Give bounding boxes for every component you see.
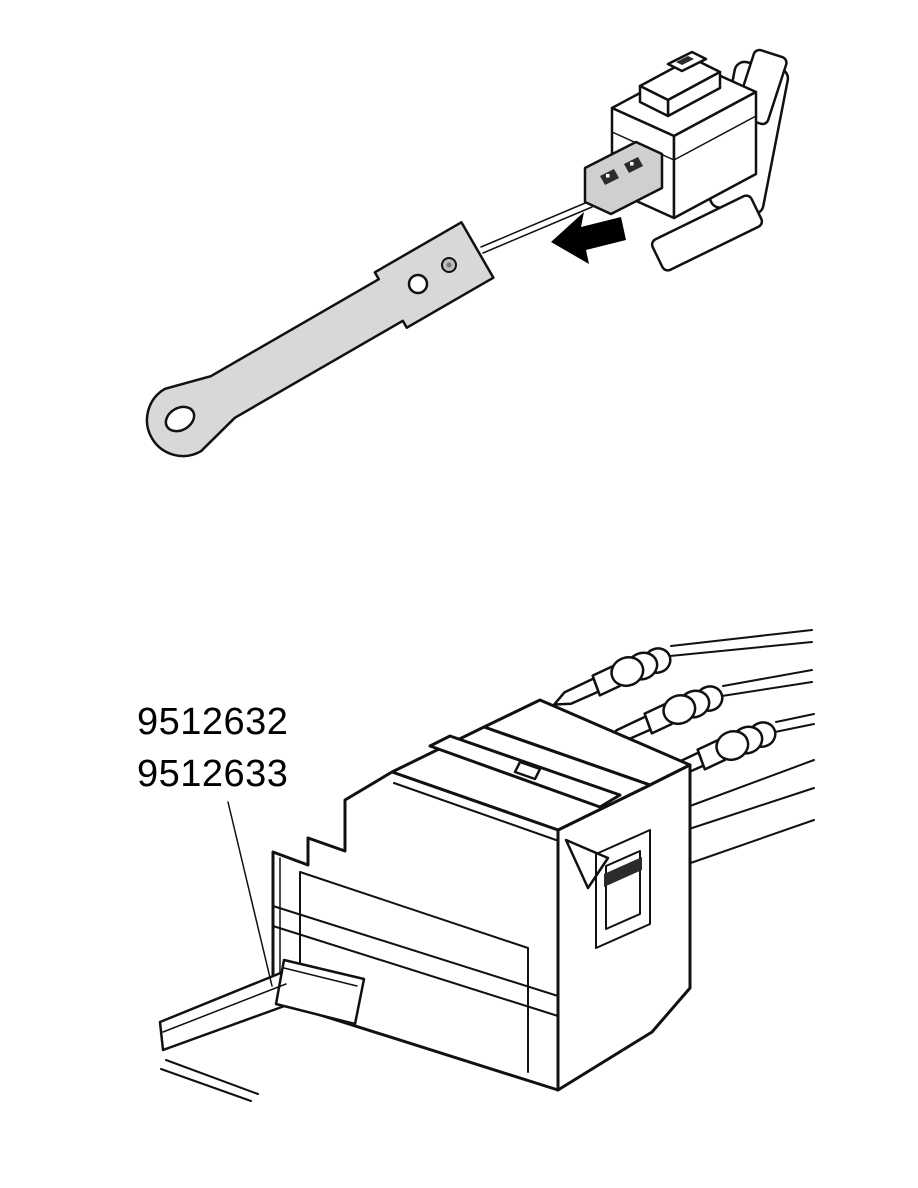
housing-ridge-line xyxy=(393,782,557,841)
seal-rib xyxy=(610,656,645,688)
part-number-label-1: 9512632 xyxy=(137,701,289,743)
part-number-label-2: 9512633 xyxy=(137,753,289,795)
terminal-pin-1 xyxy=(606,174,610,178)
figure-housing-and-tool xyxy=(158,629,815,1102)
side-frame-window xyxy=(595,829,651,949)
seal-rib xyxy=(715,730,750,762)
harness-wires xyxy=(669,629,815,867)
housing-cavity-lines xyxy=(299,871,529,1073)
figure-tool-and-connector xyxy=(145,48,790,458)
housing-front-face xyxy=(271,770,560,1092)
tool-shaft-edge-line xyxy=(162,983,287,1033)
tool-wire-lines xyxy=(160,1059,259,1102)
terminal-pin-2 xyxy=(630,162,634,166)
tool-body xyxy=(145,221,495,458)
wire-terminal-1 xyxy=(552,647,672,706)
latch-catch xyxy=(564,838,610,890)
terminal-removal-tool xyxy=(145,221,495,458)
extraction-tool xyxy=(158,958,366,1102)
tool-handle-hole xyxy=(164,405,196,433)
connector-latch-slot xyxy=(676,56,694,65)
connector-latch-side xyxy=(638,84,670,118)
leader-line xyxy=(227,801,273,987)
terminal-blade xyxy=(552,677,600,706)
latch-beam-slot xyxy=(513,760,542,781)
extraction-tool-head xyxy=(274,958,366,1026)
housing-front-grooves xyxy=(272,905,559,1017)
lead-wire-line xyxy=(480,200,593,254)
tool-rivet-center xyxy=(446,262,452,268)
tool-head-hole xyxy=(407,273,429,295)
tool-head-edge-line xyxy=(283,967,358,987)
connector-bottom-flap xyxy=(650,194,764,272)
connector-housing xyxy=(271,698,692,1092)
relay-connector xyxy=(583,48,790,272)
seal-rib xyxy=(662,694,697,726)
side-frame-dark-slot xyxy=(604,857,642,887)
connector-body-right-face xyxy=(672,90,758,220)
terminal-block xyxy=(583,140,664,216)
direction-arrow-icon xyxy=(551,212,626,264)
